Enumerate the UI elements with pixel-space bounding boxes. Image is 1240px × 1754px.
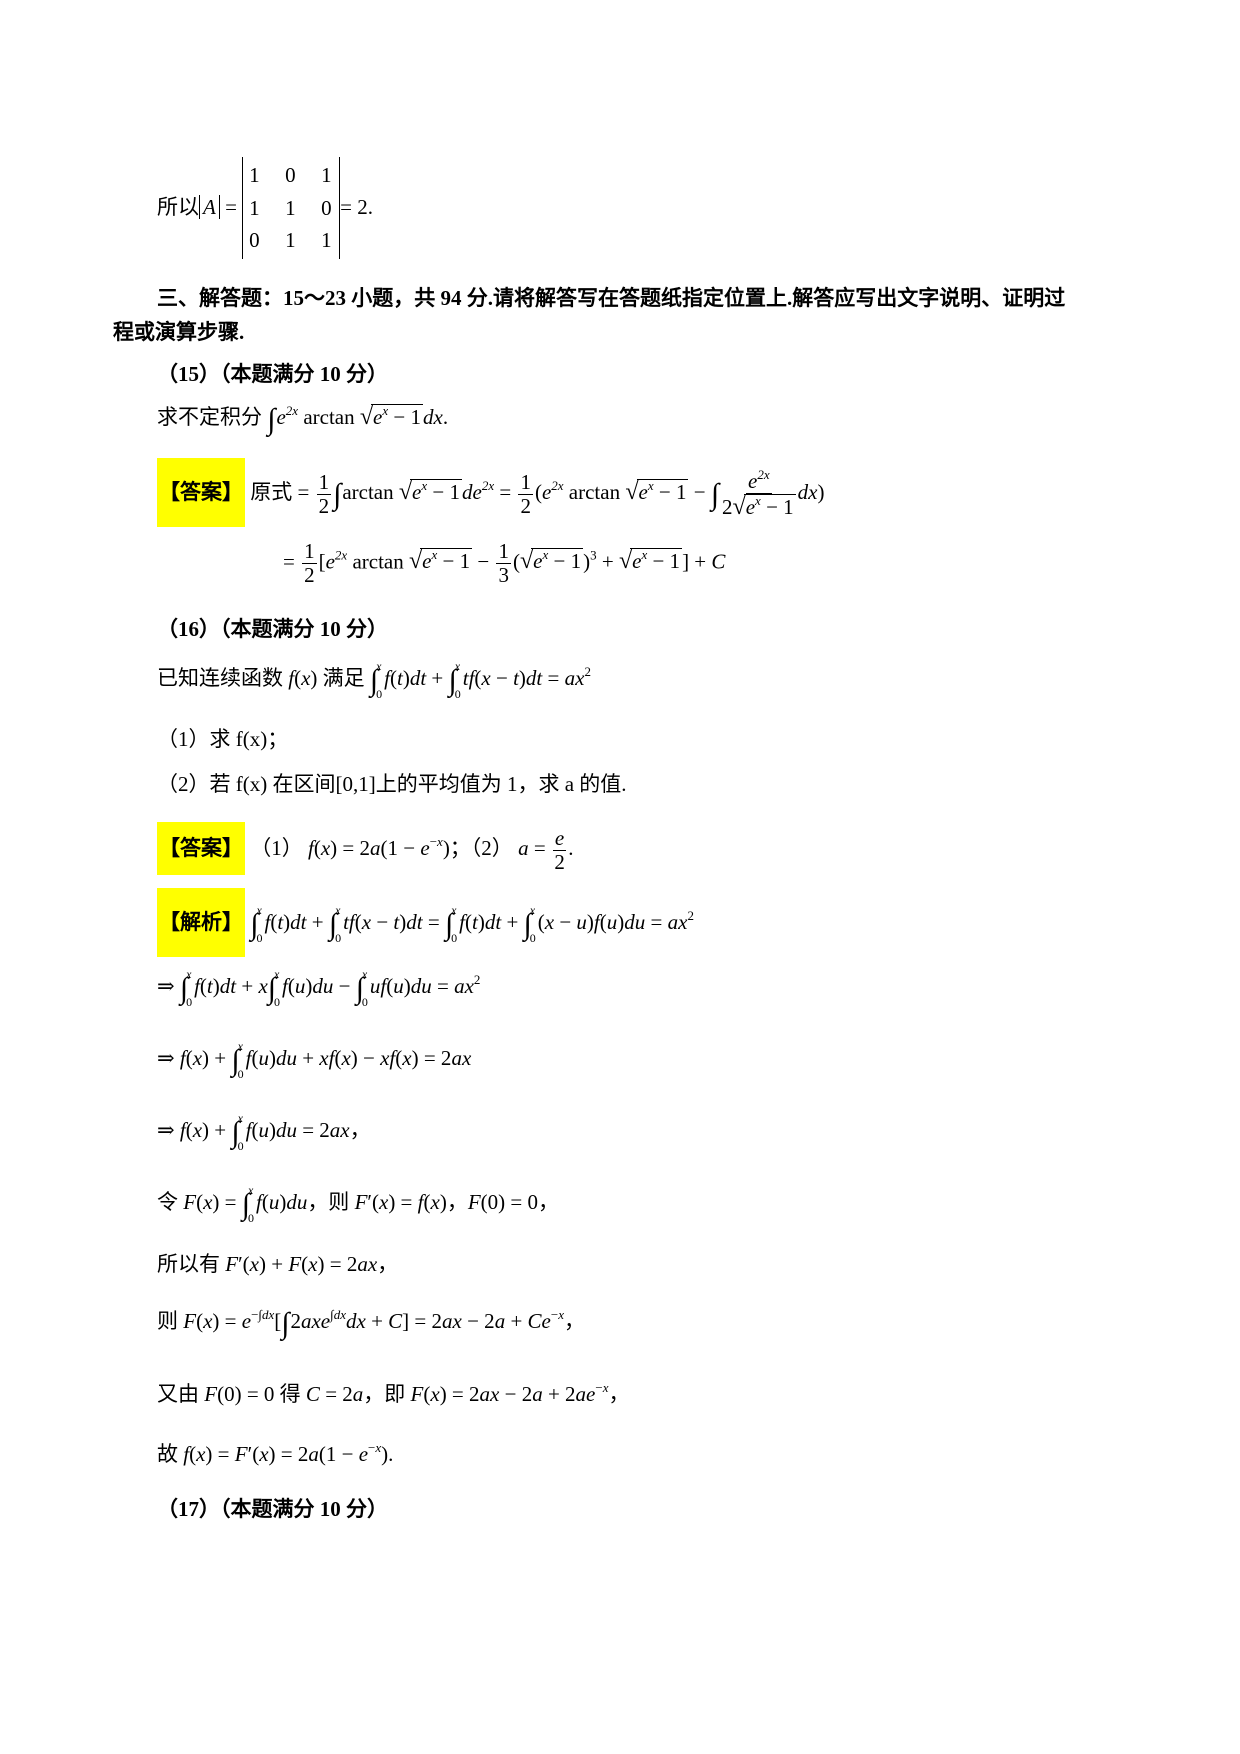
q15-prompt: 求不定积分 ∫e2x arctan √ex − 1dx. [157, 403, 449, 436]
determinant-result: = 2. [340, 195, 374, 220]
answer-tag: 【答案】 [157, 458, 245, 528]
q16-analysis-step9: 故 f(x) = F′(x) = 2a(1 − e−x). [157, 1440, 394, 1466]
q16-header: （16）（本题满分 10 分） [157, 617, 388, 641]
q16-part2: （2）若 f(x) 在区间[0,1]上的平均值为 1，求 a 的值. [157, 772, 627, 796]
matrix-label: A [203, 195, 216, 220]
q16-part1: （1）求 f(x)； [157, 727, 289, 751]
section-heading-line2: 程或演算步骤. [113, 320, 245, 344]
q16-analysis-step6: 所以有 F′(x) + F(x) = 2ax， [157, 1252, 399, 1276]
determinant-prefix: 所以 [157, 195, 199, 220]
q17-header: （17）（本题满分 10 分） [157, 1497, 388, 1521]
section-heading-line1: 三、解答题：15～23 小题，共 94 分.请将解答写在答题纸指定位置上.解答应… [157, 286, 1066, 310]
answer-tag: 【答案】 [157, 822, 245, 876]
q16-analysis-step7: 则 F(x) = e−∫dx[∫2axe∫dxdx + C] = 2ax − 2… [157, 1307, 585, 1340]
answer-prefix: 原式 [250, 480, 293, 504]
q15-header: （15）（本题满分 10 分） [157, 362, 388, 386]
analysis-tag: 【解析】 [157, 888, 245, 958]
q16-analysis-step8: 又由 F(0) = 0 得 C = 2a，即 F(x) = 2ax − 2a +… [157, 1380, 630, 1406]
